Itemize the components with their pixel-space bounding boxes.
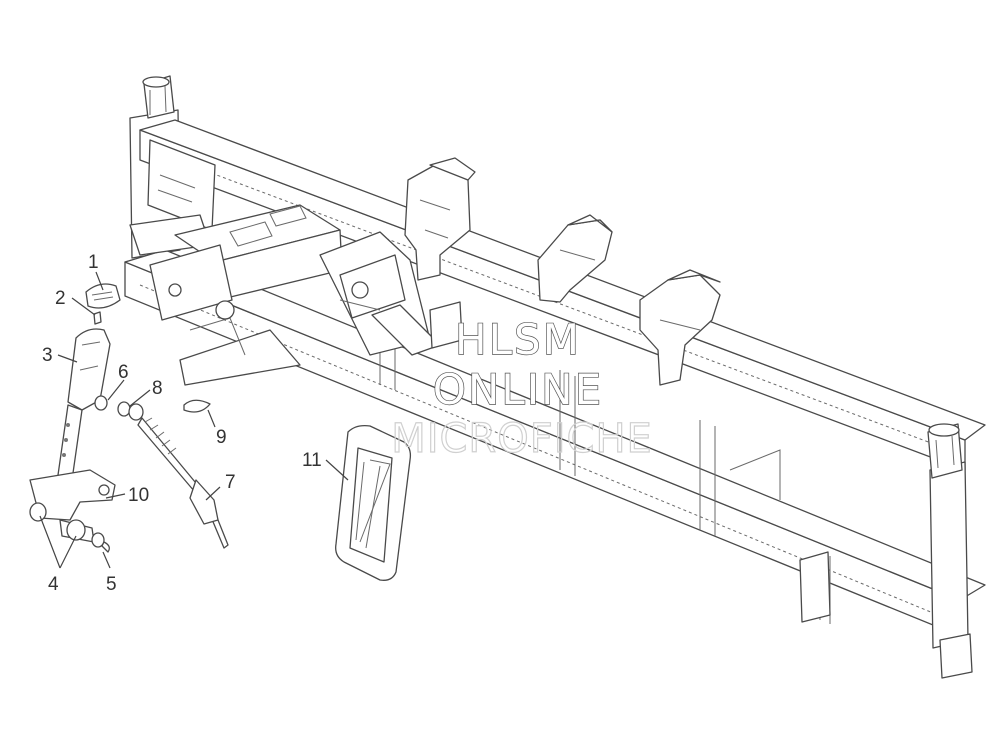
center-tower xyxy=(319,231,463,356)
callout-1: 1 xyxy=(88,252,99,273)
callout-6: 6 xyxy=(118,362,129,383)
callout-8: 8 xyxy=(152,378,163,399)
callout-10: 10 xyxy=(128,485,149,506)
callout-9: 9 xyxy=(216,427,227,448)
shank-mounts xyxy=(404,157,721,386)
watermark-line-3: MICROFICHE xyxy=(391,416,653,462)
watermark-line-1: HLSM xyxy=(455,315,581,364)
callout-2: 2 xyxy=(55,288,66,309)
lever-assembly xyxy=(29,283,229,553)
hitch-bracket xyxy=(129,139,343,386)
part-11-panel xyxy=(335,424,412,581)
callout-11: 11 xyxy=(302,450,322,471)
callout-labels: 1 2 3 4 5 6 7 8 9 10 11 xyxy=(42,252,322,595)
callout-5: 5 xyxy=(106,574,117,595)
watermark-line-2: ONLINE xyxy=(433,365,603,414)
callout-7: 7 xyxy=(225,472,236,493)
callout-3: 3 xyxy=(42,345,53,366)
callout-4: 4 xyxy=(48,574,59,595)
watermark: HLSM ONLINE MICROFICHE xyxy=(391,314,653,462)
leader-lines xyxy=(39,271,349,569)
